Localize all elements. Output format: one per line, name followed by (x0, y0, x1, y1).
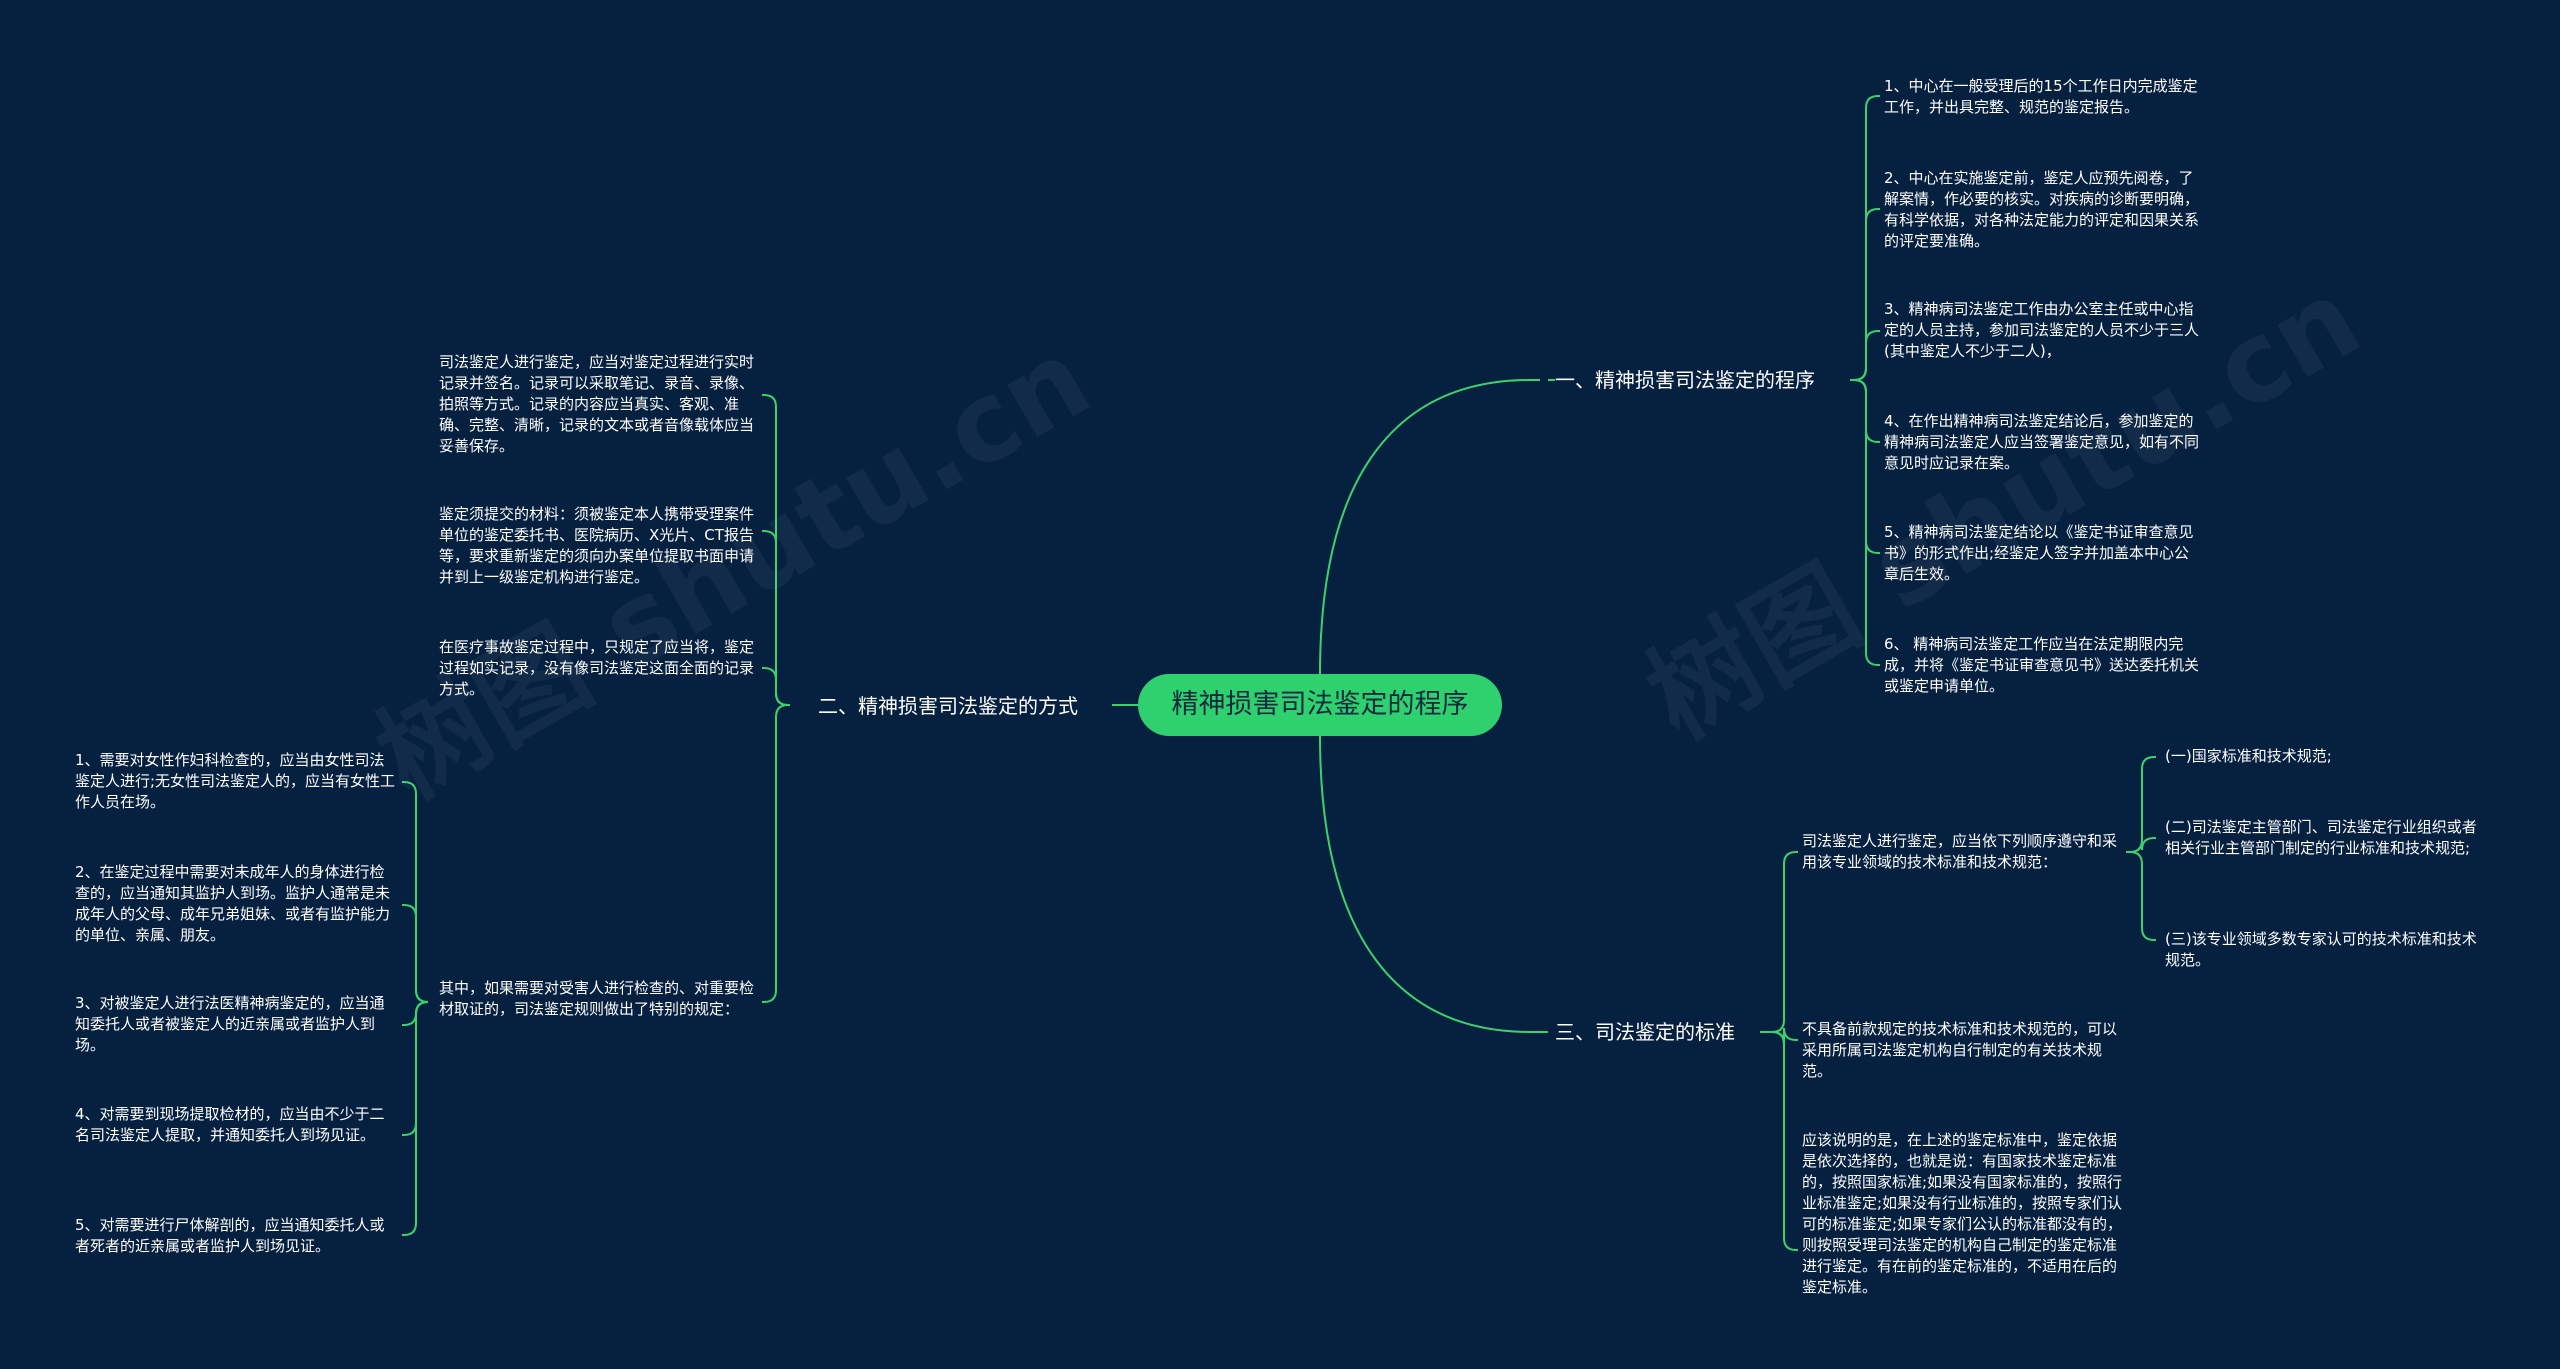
connector-standard-sub-3 (2126, 851, 2156, 941)
leaf-method-sub-1: 1、需要对女性作妇科检查的，应当由女性司法鉴定人进行;无女性司法鉴定人的，应当有… (75, 751, 396, 811)
leaf-procedure-3: 3、精神病司法鉴定工作由办公室主任或中心指定的人员主持，参加司法鉴定的人员不少于… (1884, 300, 2200, 360)
connector-method-sub-5 (402, 1001, 429, 1236)
leaf-method-sub-3: 3、对被鉴定人进行法医精神病鉴定的，应当通知委托人或者被鉴定人的近亲属或者监护人… (75, 994, 385, 1054)
leaf-procedure-4: 4、在作出精神病司法鉴定结论后，参加鉴定的精神病司法鉴定人应当签署鉴定意见，如有… (1884, 412, 2200, 472)
leaf-method-1: 司法鉴定人进行鉴定，应当对鉴定过程进行实时记录并签名。记录可以采取笔记、录音、录… (439, 353, 755, 455)
connector-procedure-leaf-3 (1850, 330, 1880, 381)
leaf-method-3: 在医疗事故鉴定过程中，只规定了应当将，鉴定过程如实记录，没有像司法鉴定这面全面的… (439, 638, 755, 698)
connector-standard-sub-2 (2126, 837, 2156, 853)
connector-method-leaf-4 (762, 704, 790, 1003)
leaf-method-sub-5: 5、对需要进行尸体解剖的，应当通知委托人或者死者的近亲属或者监护人到场见证。 (75, 1216, 385, 1255)
leaf-procedure-2: 2、中心在实施鉴定前，鉴定人应预先阅卷，了解案情，作必要的核实。对疾病的诊断要明… (1884, 169, 2200, 250)
connector-root-branch-3 (1319, 735, 1531, 1033)
connector-method-leaf-3 (762, 667, 790, 706)
leaf-standard-sub-1: (一)国家标准和技术规范; (2165, 747, 2332, 765)
leaf-method-sub-4: 4、对需要到现场提取检材的，应当由不少于二名司法鉴定人提取，并通知委托人到场见证… (75, 1105, 385, 1144)
leaf-standard-2: 不具备前款规定的技术标准和技术规范的，可以采用所属司法鉴定机构自行制定的有关技术… (1802, 1020, 2118, 1080)
connector-root-branch-1 (1319, 379, 1531, 675)
leaf-standard-3: 应该说明的是，在上述的鉴定标准中，鉴定依据是依次选择的，也就是说：有国家技术鉴定… (1802, 1131, 2123, 1296)
leaf-method-2: 鉴定须提交的材料：须被鉴定本人携带受理案件单位的鉴定委托书、医院病历、X光片、C… (439, 505, 755, 586)
leaf-procedure-5: 5、精神病司法鉴定结论以《鉴定书证审查意见书》的形式作出;经鉴定人签字并加盖本中… (1884, 523, 2194, 583)
connector-standard-leaf-3 (1760, 1031, 1798, 1251)
connector-method-sub-2 (402, 904, 429, 1003)
leaf-standard-sub-3: (三)该专业领域多数专家认可的技术标准和技术规范。 (2165, 930, 2477, 969)
leaf-method-sub-2: 2、在鉴定过程中需要对未成年人的身体进行检查的，应当通知其监护人到场。监护人通常… (75, 863, 391, 944)
branch-method[interactable]: 二、精神损害司法鉴定的方式 (818, 694, 1078, 718)
leaf-method-4: 其中，如果需要对受害人进行检查的、对重要检材取证的，司法鉴定规则做出了特别的规定… (439, 979, 755, 1018)
connector-standard-leaf-1 (1760, 851, 1798, 1033)
connector-procedure-leaf-6 (1850, 379, 1880, 666)
leaf-standard-1: 司法鉴定人进行鉴定，应当依下列顺序遵守和采用该专业领域的技术标准和技术规范： (1802, 832, 2118, 871)
leaf-procedure-1: 1、中心在一般受理后的15个工作日内完成鉴定工作，并出具完整、规范的鉴定报告。 (1884, 77, 2198, 116)
leaf-standard-sub-2: (二)司法鉴定主管部门、司法鉴定行业组织或者相关行业主管部门制定的行业标准和技术… (2165, 818, 2477, 857)
leaf-procedure-6: 6、 精神病司法鉴定工作应当在法定期限内完成，并将《鉴定书证审查意见书》送达委托… (1884, 635, 2200, 695)
branch-procedure[interactable]: 一、精神损害司法鉴定的程序 (1555, 368, 1815, 392)
root-node[interactable]: 精神损害司法鉴定的程序 (1138, 674, 1502, 736)
branch-standard[interactable]: 三、司法鉴定的标准 (1555, 1020, 1735, 1044)
